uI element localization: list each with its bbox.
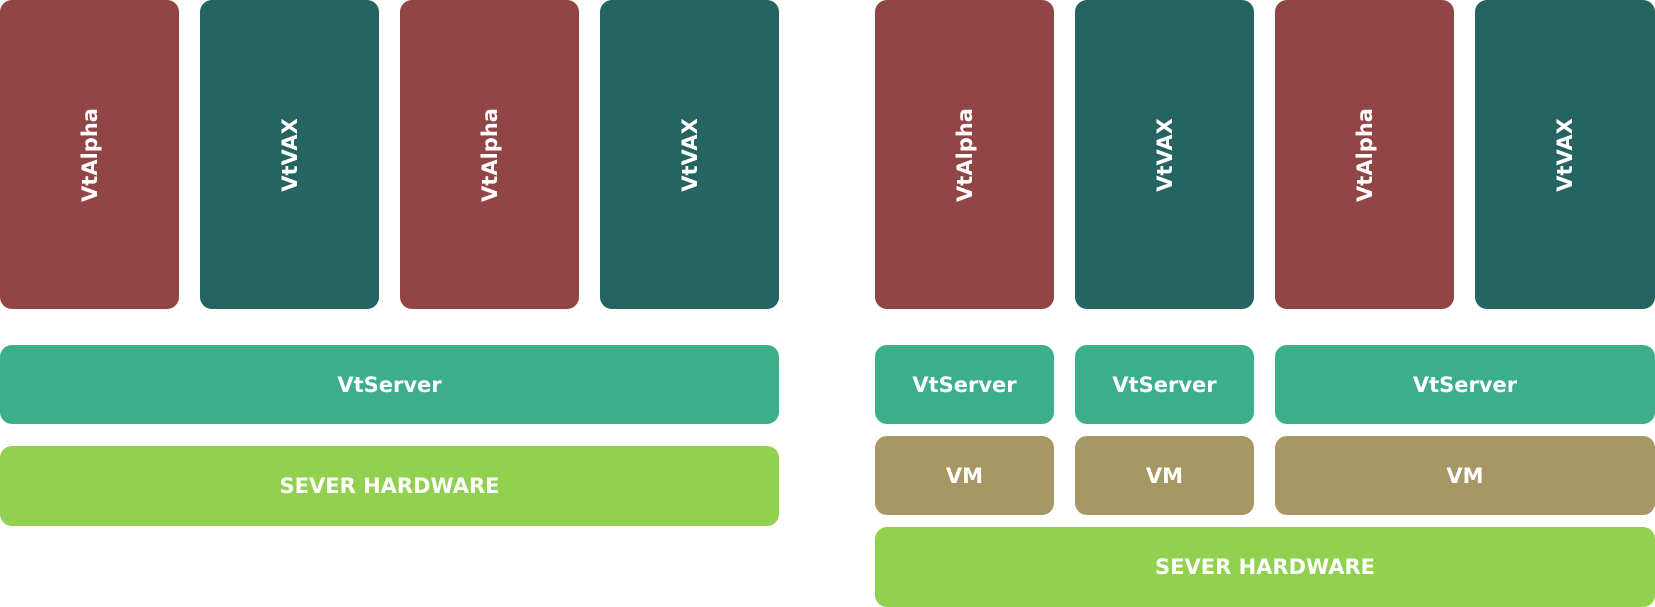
vm-label: VM <box>945 463 984 488</box>
vtserver-label: VtServer <box>1112 372 1217 397</box>
vtvax-block: VtVAX <box>1475 0 1655 309</box>
vtserver-label: VtServer <box>1412 372 1518 397</box>
vm-label: VM <box>1446 463 1484 488</box>
vtvax-block: VtVAX <box>200 0 379 309</box>
vtvax-label: VtVAX <box>677 117 702 192</box>
vtserver-block: VtServer <box>875 345 1054 424</box>
vm-block: VM <box>1275 436 1655 515</box>
vtvax-label: VtVAX <box>1152 117 1177 192</box>
server-hardware-layer: SEVER HARDWARE <box>0 446 779 526</box>
vtserver-block: VtServer <box>1275 345 1655 424</box>
vm-block: VM <box>1075 436 1254 515</box>
vtvax-label: VtVAX <box>277 117 302 192</box>
vtalpha-block: VtAlpha <box>1275 0 1454 309</box>
vtserver-label: VtServer <box>912 372 1017 397</box>
vtvax-block: VtVAX <box>1075 0 1254 309</box>
vtvax-block: VtVAX <box>600 0 779 309</box>
vtalpha-block: VtAlpha <box>400 0 579 309</box>
vtalpha-label: VtAlpha <box>1352 107 1377 202</box>
vtserver-label: VtServer <box>337 372 442 397</box>
server-hardware-layer: SEVER HARDWARE <box>875 527 1655 607</box>
vtserver-block: VtServer <box>1075 345 1254 424</box>
vm-label: VM <box>1145 463 1184 488</box>
vtvax-label: VtVAX <box>1553 117 1577 192</box>
vm-block: VM <box>875 436 1054 515</box>
server-hardware-label: SEVER HARDWARE <box>1155 555 1375 579</box>
vtalpha-block: VtAlpha <box>875 0 1054 309</box>
server-hardware-label: SEVER HARDWARE <box>279 474 500 498</box>
vtalpha-label: VtAlpha <box>77 107 102 202</box>
vtalpha-label: VtAlpha <box>952 107 977 202</box>
vtalpha-label: VtAlpha <box>477 107 502 202</box>
vtalpha-block: VtAlpha <box>0 0 179 309</box>
vtserver-layer: VtServer <box>0 345 779 424</box>
